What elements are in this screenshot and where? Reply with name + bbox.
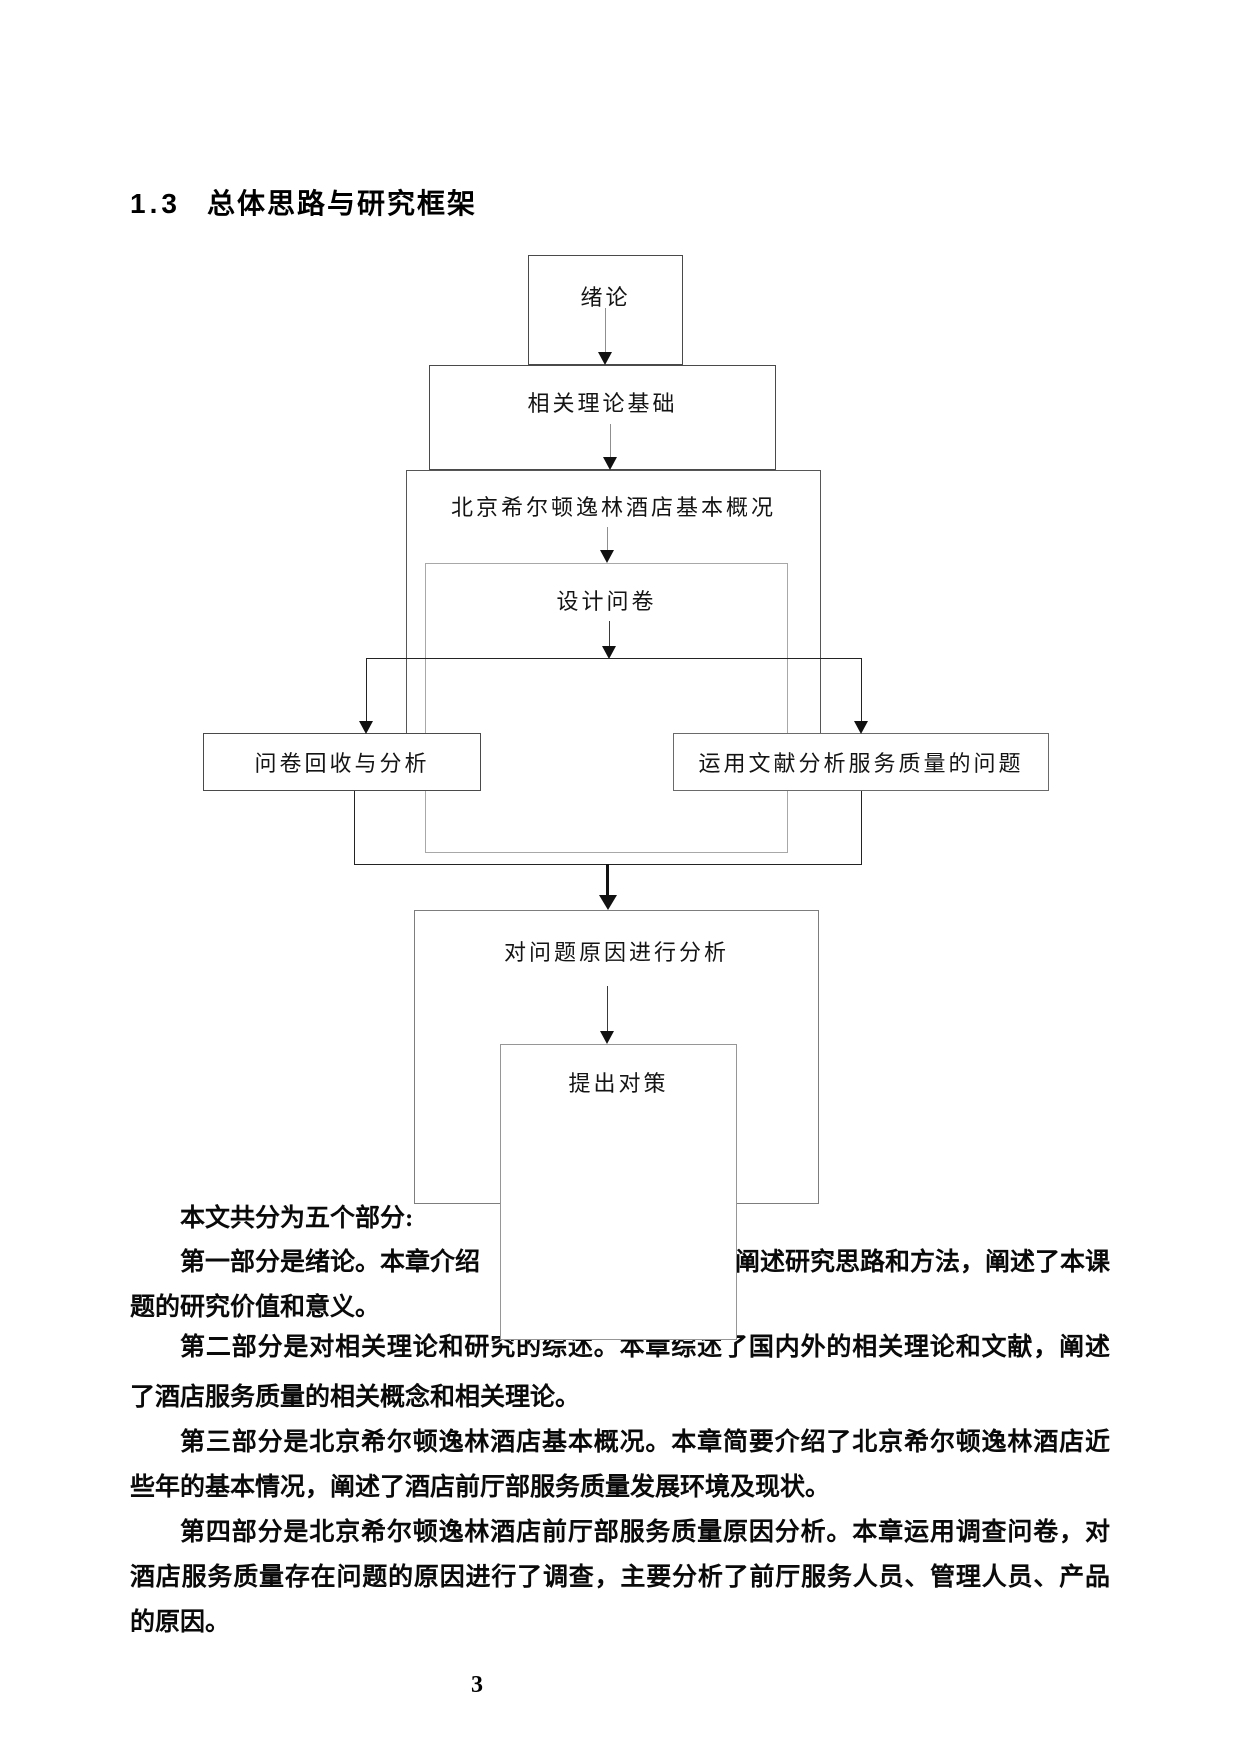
paragraph-part4-line1: 第四部分是北京希尔顿逸林酒店前厅部服务质量原因分析。本章运用调查问卷，对: [180, 1519, 1110, 1546]
arrow-intro-to-theory-stem: [605, 308, 606, 352]
flow-node-literature-analysis-label: 运用文献分析服务质量的问题: [698, 751, 1024, 776]
arrow-branch-to-literature-arrowhead: [854, 721, 868, 734]
paragraph-part3-line1: 第三部分是北京希尔顿逸林酒店基本概况。本章简要介绍了北京希尔顿逸林酒店近: [180, 1429, 1110, 1456]
arrow-hotel-to-design-arrowhead: [600, 550, 614, 563]
flow-node-literature-analysis: 运用文献分析服务质量的问题: [673, 733, 1049, 791]
section-heading: 1.3 总体思路与研究框架: [130, 182, 477, 222]
flow-node-theory-basis-label: 相关理论基础: [527, 391, 678, 416]
flow-node-questionnaire-design-label: 设计问卷: [556, 589, 657, 614]
merge-right-line: [861, 791, 862, 864]
paragraph-part1-line1-right: 阐述研究思路和方法，阐述了本课: [735, 1249, 1111, 1276]
arrow-branch-to-literature-stem: [861, 658, 862, 721]
arrow-design-to-branch-stem: [609, 621, 610, 646]
arrow-cause-to-countermeasures-stem: [607, 986, 608, 1031]
arrow-cause-to-countermeasures-arrowhead: [600, 1031, 614, 1044]
merge-left-line: [354, 791, 355, 865]
arrow-branch-to-questionnaire-stem: [366, 658, 367, 721]
flow-node-hotel-overview-label: 北京希尔顿逸林酒店基本概况: [450, 495, 776, 520]
paragraph-part4-line2: 酒店服务质量存在问题的原因进行了调查，主要分析了前厅服务人员、管理人员、产品: [130, 1564, 1110, 1591]
arrow-merge-to-cause-stem: [606, 864, 609, 896]
section-title: 总体思路与研究框架: [206, 188, 477, 219]
paragraph-part2-line2: 了酒店服务质量的相关概念和相关理论。: [130, 1384, 581, 1411]
flow-node-introduction-label: 绪论: [580, 285, 631, 310]
flow-node-questionnaire-design: 设计问卷: [425, 563, 788, 853]
arrow-theory-to-hotel-stem: [610, 424, 611, 457]
arrow-branch-to-questionnaire-arrowhead: [359, 721, 373, 734]
section-number: 1.3: [130, 188, 181, 219]
flow-node-questionnaire-analysis-label: 问卷回收与分析: [254, 751, 430, 776]
arrow-design-to-branch-arrowhead: [602, 646, 616, 659]
arrow-theory-to-hotel-arrowhead: [603, 457, 617, 470]
flow-node-questionnaire-analysis: 问卷回收与分析: [203, 733, 481, 791]
flow-node-countermeasures-label: 提出对策: [568, 1071, 669, 1096]
flow-node-countermeasures: 提出对策: [500, 1044, 737, 1340]
paragraph-part1-line2: 题的研究价值和意义。: [130, 1294, 381, 1321]
arrow-hotel-to-design-stem: [607, 527, 608, 550]
arrow-merge-to-cause-arrowhead: [599, 895, 617, 910]
paragraph-lead: 本文共分为五个部分:: [180, 1205, 414, 1232]
flow-node-introduction: 绪论: [528, 255, 683, 365]
arrow-intro-to-theory-arrowhead: [598, 352, 612, 365]
branch-horizontal-line: [366, 658, 861, 659]
paragraph-part4-line3: 的原因。: [130, 1609, 231, 1636]
page-number: 3: [471, 1672, 483, 1698]
flow-node-cause-analysis-label: 对问题原因进行分析: [503, 940, 729, 965]
flow-node-theory-basis: 相关理论基础: [429, 365, 776, 470]
paragraph-part3-line2: 些年的基本情况，阐述了酒店前厅部服务质量发展环境及现状。: [130, 1474, 831, 1501]
paragraph-part1-line1-left: 第一部分是绪论。本章介绍: [180, 1249, 481, 1276]
